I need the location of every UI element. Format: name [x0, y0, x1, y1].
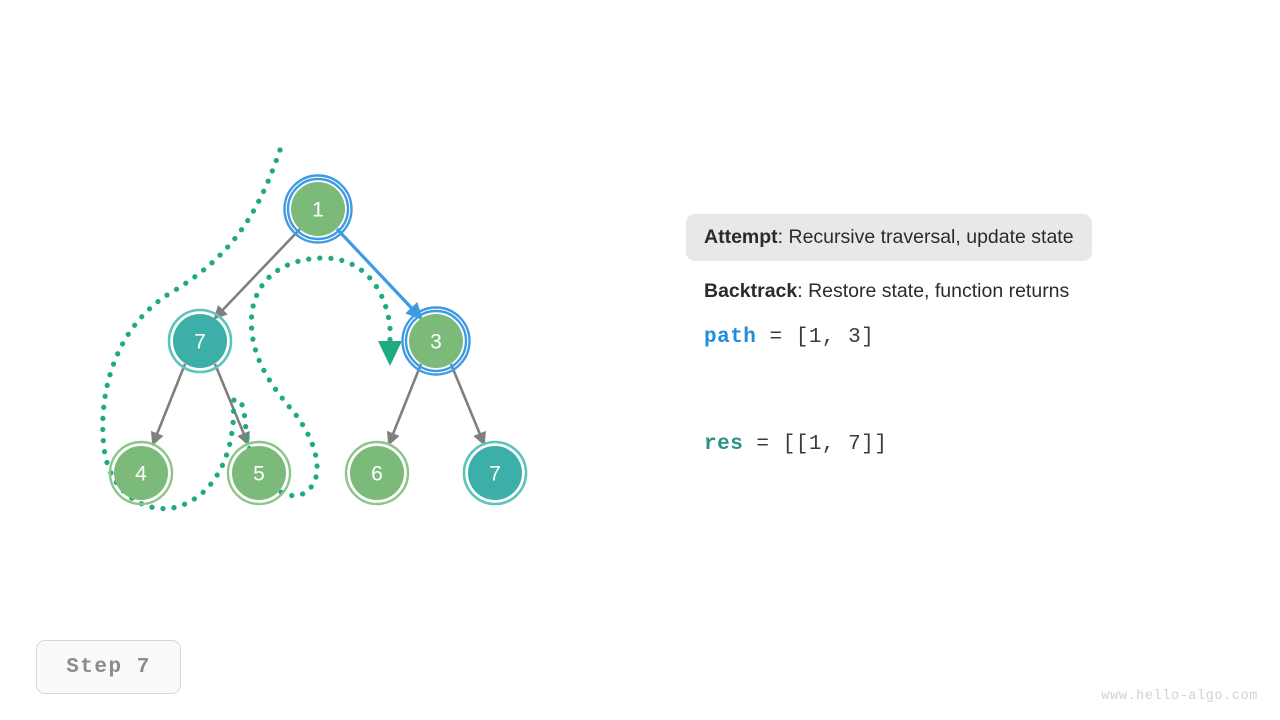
- attempt-label: Attempt: [704, 226, 778, 248]
- tree-node-7-left[interactable]: 7: [167, 308, 233, 374]
- tree-node-3-label: 3: [430, 331, 442, 354]
- backtrack-line: Backtrack: Restore state, function retur…: [704, 279, 1206, 303]
- path-variable-value: = [1, 3]: [756, 325, 875, 349]
- res-variable-value: = [[1, 7]]: [743, 432, 888, 456]
- tree-node-7-right[interactable]: 7: [462, 440, 528, 506]
- edge-7-to-4: [150, 363, 187, 446]
- attempt-text: : Recursive traversal, update state: [777, 226, 1074, 248]
- info-panel: Attempt: Recursive traversal, update sta…: [686, 214, 1206, 456]
- tree-svg: 1 7 3 4: [100, 147, 528, 512]
- tree-node-1[interactable]: 1: [283, 174, 353, 244]
- step-badge-label: Step 7: [66, 655, 151, 679]
- tree-node-7-right-label: 7: [489, 463, 501, 486]
- edge-3-to-7r: [449, 363, 486, 446]
- tree-node-6[interactable]: 6: [344, 440, 410, 506]
- tree-node-5[interactable]: 5: [226, 440, 292, 506]
- tree-nodes: 1 7 3 4: [108, 174, 528, 506]
- edge-7-to-5: [213, 363, 250, 446]
- res-state-line: res = [[1, 7]]: [704, 433, 1206, 456]
- tree-node-4[interactable]: 4: [108, 440, 174, 506]
- path-state-line: path = [1, 3]: [704, 326, 1206, 349]
- backtrack-label: Backtrack: [704, 280, 798, 303]
- tree-node-4-label: 4: [135, 463, 147, 486]
- edge-1-to-3-active: [335, 227, 423, 320]
- watermark: www.hello-algo.com: [1084, 674, 1258, 704]
- edge-1-to-7: [213, 228, 301, 320]
- tree-node-1-label: 1: [312, 199, 324, 222]
- path-variable-name: path: [704, 325, 757, 349]
- attempt-line: Attempt: Recursive traversal, update sta…: [704, 226, 1074, 248]
- step-badge: Step 7: [36, 640, 181, 694]
- tree-edges-gray: [150, 228, 486, 446]
- tree-node-6-label: 6: [371, 463, 383, 486]
- tree-node-7-left-label: 7: [194, 331, 206, 354]
- tree-node-5-label: 5: [253, 463, 265, 486]
- tree-diagram: 1 7 3 4: [0, 0, 660, 560]
- backtrack-text: : Restore state, function returns: [797, 280, 1070, 303]
- backtrack-arrowhead-icon: [378, 341, 402, 366]
- watermark-text: www.hello-algo.com: [1101, 689, 1258, 704]
- edge-3-to-6: [386, 363, 423, 446]
- attempt-callout: Attempt: Recursive traversal, update sta…: [686, 214, 1092, 262]
- res-variable-name: res: [704, 432, 744, 456]
- backtrack-trace: [100, 147, 402, 512]
- tree-node-3[interactable]: 3: [401, 306, 471, 376]
